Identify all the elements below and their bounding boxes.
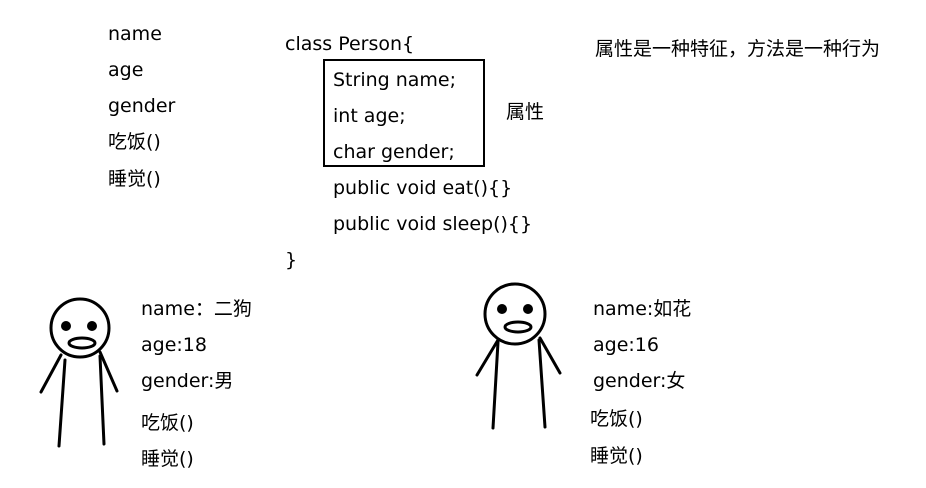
eye-icon bbox=[87, 321, 97, 331]
list-item: 睡觉() bbox=[108, 168, 161, 190]
person-name: name：二狗 bbox=[141, 298, 252, 320]
arm-left bbox=[39, 353, 63, 394]
attribute-label: 属性 bbox=[506, 101, 545, 123]
eye-icon bbox=[61, 321, 71, 331]
list-item: 吃饭() bbox=[108, 131, 161, 153]
person-name: name:如花 bbox=[593, 298, 692, 320]
explanation-note: 属性是一种特征，方法是一种行为 bbox=[595, 38, 881, 60]
head-icon bbox=[49, 297, 111, 359]
person-gender: gender:男 bbox=[141, 370, 234, 392]
list-item: gender bbox=[108, 95, 176, 117]
person-method: 吃饭() bbox=[141, 412, 194, 434]
method-line: public void sleep(){} bbox=[333, 213, 533, 235]
arm-right bbox=[98, 350, 119, 393]
list-item: name bbox=[108, 23, 162, 45]
field-line: int age; bbox=[333, 105, 406, 127]
eye-icon bbox=[523, 304, 533, 314]
person-method: 睡觉() bbox=[141, 448, 194, 470]
stick-figure-1 bbox=[39, 297, 119, 448]
arm-left bbox=[475, 338, 500, 377]
leg-right bbox=[98, 354, 106, 446]
person-gender: gender:女 bbox=[593, 370, 686, 392]
person-age: age:16 bbox=[593, 334, 659, 356]
person-age: age:18 bbox=[141, 334, 207, 356]
head-icon bbox=[483, 282, 547, 346]
field-line: String name; bbox=[333, 69, 457, 91]
person-method: 睡觉() bbox=[590, 445, 643, 467]
mouth-icon bbox=[503, 320, 533, 334]
field-line: char gender; bbox=[333, 141, 455, 163]
mouth-icon bbox=[67, 336, 97, 350]
class-footer: } bbox=[285, 249, 298, 271]
leg-right bbox=[537, 338, 547, 429]
leg-left bbox=[57, 358, 67, 448]
arm-right bbox=[538, 336, 562, 375]
eye-icon bbox=[497, 304, 507, 314]
class-header: class Person{ bbox=[285, 33, 415, 55]
leg-left bbox=[491, 340, 500, 430]
method-line: public void eat(){} bbox=[333, 177, 513, 199]
fields-box bbox=[323, 59, 485, 167]
stick-figure-2 bbox=[475, 282, 562, 430]
list-item: age bbox=[108, 59, 144, 81]
person-method: 吃饭() bbox=[590, 408, 643, 430]
